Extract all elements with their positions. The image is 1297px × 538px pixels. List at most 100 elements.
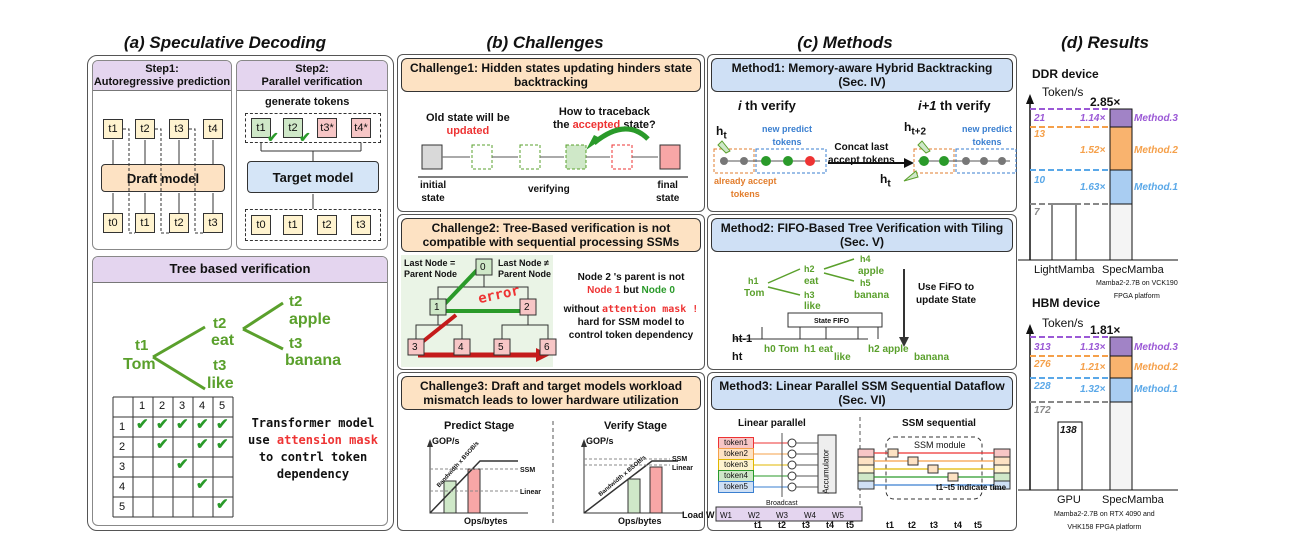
check-icon: ✔ [267, 129, 279, 145]
mask-col: 3 [179, 400, 186, 412]
step1-name: Autoregressive prediction [93, 76, 231, 88]
hbm-ratio: 1.13× [1080, 342, 1106, 353]
title-challenges: (b) Challenges [486, 33, 604, 52]
draft-out-token: t4 [203, 119, 223, 139]
time-step-right: t1 [886, 520, 895, 530]
title-results: (d) Results [1061, 33, 1149, 52]
verifying-label: verifying [528, 184, 570, 195]
tree-node: 1 [434, 302, 440, 313]
new-predict-label: new predict tokens [762, 123, 812, 149]
last-node-ne-line2: Parent Node [498, 269, 552, 279]
c2-without: without [563, 304, 602, 315]
challenge1-box: Challenge1: Hidden states updating hinde… [397, 54, 705, 212]
hbm-seg-method2 [1109, 355, 1133, 379]
ddr-level: 21 [1034, 113, 1046, 124]
hbm-level: 313 [1034, 342, 1051, 353]
ddr-bar-lightmamba [1051, 203, 1077, 261]
ht-r-h: h [880, 172, 888, 186]
c2-note-line: Node 1 but Node 0 [558, 284, 704, 297]
note-line: Transformer model [251, 416, 375, 430]
np-line2: tokens [772, 137, 802, 147]
mask-check-icon: ✔ [216, 436, 229, 453]
ssm-sequential-label: SSM sequential [902, 418, 976, 429]
mask-col: 1 [139, 400, 146, 412]
predict-ops-label: Ops/bytes [464, 516, 508, 526]
np-r-line1: new predict [962, 124, 1013, 134]
m2-row-item: h0 Tom [764, 344, 799, 355]
transformer-mask-note: Transformer model use attension mask to … [239, 415, 387, 483]
challenge1-title: Challenge1: Hidden states updating hinde… [401, 58, 701, 92]
m2-apple: apple [858, 266, 885, 277]
hbm-seg-base [1109, 401, 1133, 491]
challenge2-box: Challenge2: Tree-Based verification is n… [397, 214, 705, 370]
time-step-right: t3 [930, 520, 939, 530]
hbm-seg-method1 [1109, 377, 1133, 403]
mask-col: 2 [159, 400, 166, 412]
m2-row-item: banana [914, 352, 950, 363]
hbm-cat-gpu: GPU [1057, 494, 1081, 506]
i1-i: i+1 [918, 98, 937, 113]
ddr-level: 10 [1034, 175, 1046, 186]
draft-in-token: t1 [135, 213, 155, 233]
concat-line1: Concat last [834, 142, 889, 153]
m1-ht-label: ht [716, 125, 727, 142]
mask-check-icon: ✔ [176, 456, 189, 473]
hbm-gpu-value: 138 [1060, 425, 1077, 436]
final-state-word: state [656, 193, 680, 204]
time-step-right: t5 [974, 520, 983, 530]
ddr-ratio: 1.14× [1080, 113, 1106, 124]
old-state-updated: updated [446, 125, 490, 137]
time-step-left: t3 [802, 520, 811, 530]
c2-note-line: Node 2 's parent is not [577, 272, 685, 283]
ddr-method: Method.1 [1134, 182, 1178, 193]
time-step-right: t4 [954, 520, 963, 530]
note-line: use attension mask [239, 432, 387, 449]
fifo-line2: update State [916, 295, 977, 306]
hbm-seg-method3 [1109, 336, 1133, 357]
mask-grid-lines [112, 396, 234, 518]
ddr-seg-method2 [1109, 126, 1133, 171]
initial-state-word: state [421, 193, 445, 204]
mask-row: 5 [119, 501, 126, 513]
concat-line2: accept tokens [828, 155, 895, 166]
mask-row: 1 [119, 421, 126, 433]
fifo-line1: Use FiFO to [917, 282, 975, 293]
verify-input-token: t3 [351, 215, 371, 235]
weight-tile: W4 [804, 511, 816, 520]
note-use: use [247, 433, 277, 447]
draft-in-token: t3 [203, 213, 223, 233]
c2-note-line: hard for SSM model to [577, 317, 685, 328]
hbm-top-speedup: 1.81× [1090, 323, 1121, 337]
ith-verify: th verify [741, 98, 796, 113]
ht-h: h [716, 124, 724, 138]
draft-model-box: Draft model [101, 164, 225, 192]
mask-row: 3 [119, 461, 126, 473]
title-speculative-decoding: (a) Speculative Decoding [123, 33, 327, 52]
tree-node: 5 [498, 342, 504, 353]
tree-node-diagram [407, 258, 557, 362]
hbm-chart [1018, 324, 1178, 491]
np-line1: new predict [762, 124, 813, 134]
mask-check-icon: ✔ [196, 436, 209, 453]
ddr-sub2: FPGA platform [1113, 293, 1160, 300]
ht2-h: h [904, 120, 912, 134]
mask-check-icon: ✔ [136, 416, 149, 433]
ith-verify-label: i th verify [738, 99, 796, 112]
tree-t3: t3 [213, 357, 227, 374]
ddr-title: DDR device [1032, 67, 1099, 81]
state-chain [418, 126, 688, 178]
ddr-ratio: 1.52× [1080, 145, 1106, 156]
last-node-equal-label: Last Node =Parent Node [404, 258, 457, 280]
m2-row-item: like [834, 352, 851, 363]
accepted-token: t2 [283, 118, 303, 138]
mask-row: 4 [119, 481, 126, 493]
last-node-ne-line1: Last Node ≠ [498, 258, 549, 268]
c2-but: but [620, 285, 642, 296]
time-step-left: t1 [754, 520, 763, 530]
tree-t3-banana: t3 [289, 335, 303, 352]
